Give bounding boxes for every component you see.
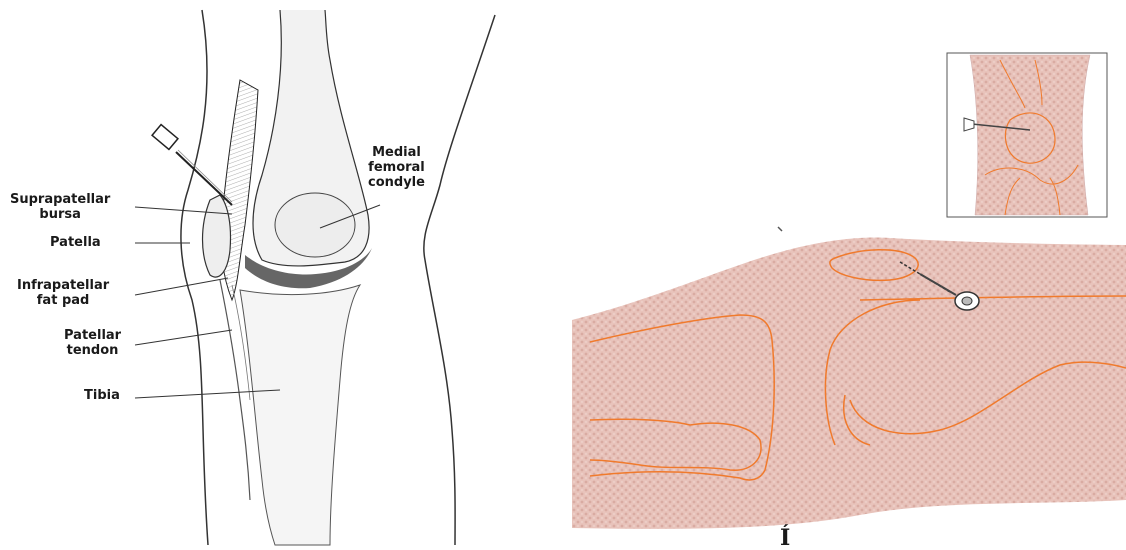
label-patellar-tendon-line2: tendon (64, 343, 121, 358)
small-tick-mark (778, 227, 782, 231)
medial-femoral-condyle (275, 193, 355, 257)
inset-front-view (947, 53, 1107, 217)
label-tibia: Tibia (84, 388, 120, 403)
label-patellar-tendon: Patellar tendon (64, 328, 121, 358)
knee-injection-skin-illustration: Í (560, 0, 1126, 550)
label-infrapatellar-fat-pad-line1: Infrapatellar (17, 278, 109, 293)
knee-anatomy-drawing (0, 0, 560, 550)
leg-outline-left (181, 10, 208, 545)
label-medial-femoral-condyle-line2: femoral (368, 160, 425, 175)
patella (203, 195, 231, 277)
label-suprapatellar-bursa-line1: Suprapatellar (10, 192, 110, 207)
label-infrapatellar-fat-pad: Infrapatellar fat pad (17, 278, 109, 308)
syringe (152, 125, 232, 205)
label-patellar-tendon-line1: Patellar (64, 328, 121, 343)
label-medial-femoral-condyle: Medial femoral condyle (368, 145, 425, 190)
leg-outline-right (424, 15, 495, 545)
tibia-bone (240, 285, 360, 545)
label-medial-femoral-condyle-line1: Medial (368, 145, 425, 160)
label-patella: Patella (50, 235, 101, 250)
label-suprapatellar-bursa-line2: bursa (10, 207, 110, 222)
label-medial-femoral-condyle-line3: condyle (368, 175, 425, 190)
bottom-glyph: Í (780, 524, 790, 550)
label-infrapatellar-fat-pad-line2: fat pad (17, 293, 109, 308)
main-side-view (572, 227, 1126, 529)
label-suprapatellar-bursa: Suprapatellar bursa (10, 192, 110, 222)
